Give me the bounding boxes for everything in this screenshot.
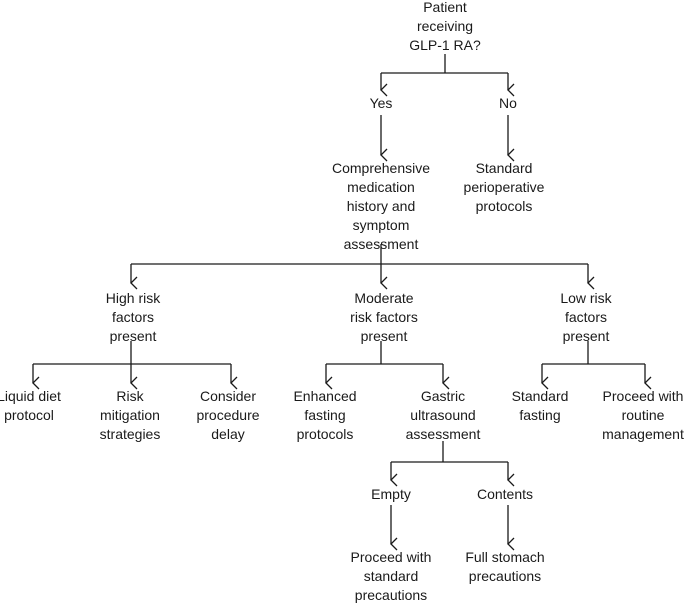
node-no: No: [499, 95, 517, 111]
node-consider-procedure-delay: Consider procedure delay: [196, 388, 260, 442]
node-comprehensive-assessment: Comprehensive medication history and sym…: [331, 160, 431, 252]
node-standard-fasting: Standard fasting: [511, 388, 569, 423]
edge-moderate-risk-branch: [325, 341, 450, 390]
edge-glp1-branch: [380, 54, 515, 97]
edge-gastric-us-branch: [390, 441, 515, 487]
node-moderate-risk: Moderate risk factors present: [350, 290, 418, 344]
node-enhanced-fasting-protocols: Enhanced fasting protocols: [293, 388, 357, 442]
node-gastric-ultrasound-assessment: Gastric ultrasound assessment: [405, 388, 481, 442]
edge-low-risk-branch: [541, 341, 652, 390]
node-liquid-diet-protocol: Liquid diet protocol: [0, 388, 61, 423]
node-high-risk: High risk factors present: [105, 290, 161, 344]
node-glp1-question: Patient receiving GLP-1 RA?: [409, 0, 481, 53]
node-yes: Yes: [369, 95, 393, 111]
node-full-stomach-precautions: Full stomach precautions: [465, 549, 545, 584]
node-standard-perioperative-protocols: Standard perioperative protocols: [463, 160, 545, 214]
node-proceed-routine-management: Proceed with routine management: [602, 388, 684, 442]
node-proceed-standard-precautions: Proceed with standard precautions: [350, 549, 432, 603]
edge-high-risk-branch: [32, 341, 238, 390]
node-contents: Contents: [476, 486, 534, 502]
edge-assessment-branch: [130, 244, 595, 290]
node-risk-mitigation-strategies: Risk mitigation strategies: [99, 388, 161, 442]
node-low-risk: Low risk factors present: [560, 290, 612, 344]
node-empty: Empty: [371, 486, 411, 502]
